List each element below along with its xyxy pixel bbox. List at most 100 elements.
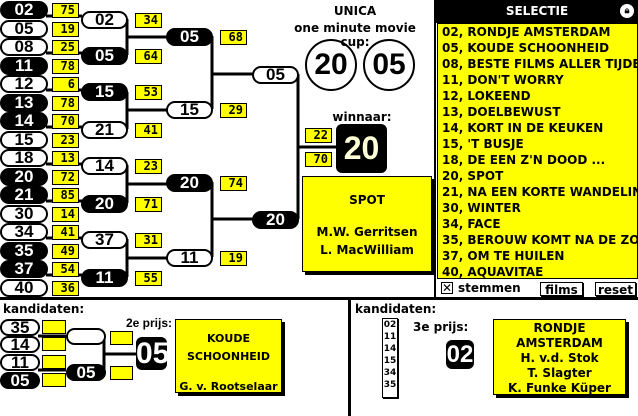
selection-item[interactable]: 05, KOUDE SCHOONHEID	[442, 41, 610, 55]
film-pill[interactable]: 21	[0, 186, 48, 204]
film-pill[interactable]: 30	[0, 205, 48, 223]
film-pill[interactable]: 11	[166, 249, 213, 267]
candidate-pill[interactable]: 05	[0, 372, 40, 389]
selection-item[interactable]: 14, KORT IN DE KEUKEN	[442, 121, 604, 135]
film-pill[interactable]: 40	[0, 279, 48, 297]
score-box: 25	[52, 40, 79, 55]
lock-icon[interactable]: 🔒︎	[620, 4, 634, 18]
film-pill[interactable]: 05	[81, 47, 128, 65]
second-candidates-label: kandidaten:	[3, 302, 85, 316]
candidate-pill[interactable]: 35	[0, 319, 40, 336]
score-box: 68	[220, 30, 247, 45]
selection-item[interactable]: 35, BEROUW KOMT NA DE ZONDE	[442, 233, 638, 247]
selection-item[interactable]: 12, LOKEEND	[442, 89, 531, 103]
second-prize-card: KOUDE SCHOONHEID G. v. Rootselaar	[175, 319, 282, 393]
third-prize-maker: H. v.d. Stok	[520, 351, 599, 365]
vote-label: stemmen	[458, 281, 521, 295]
score-box: 72	[52, 170, 79, 185]
film-pill[interactable]: 11	[81, 269, 128, 287]
film-pill[interactable]: 18	[0, 149, 48, 167]
film-pill[interactable]: 15	[81, 83, 128, 101]
film-pill[interactable]: 37	[0, 260, 48, 278]
score-box: 53	[135, 85, 162, 100]
semi-pill[interactable]	[66, 328, 106, 345]
score-box: 23	[135, 159, 162, 174]
reset-button[interactable]: reset	[595, 282, 636, 297]
score-box: 64	[135, 49, 162, 64]
film-pill[interactable]: 12	[0, 75, 48, 93]
score-box: 34	[135, 13, 162, 28]
score-box: 71	[135, 197, 162, 212]
selection-item[interactable]: 15, 'T BUSJE	[442, 137, 524, 151]
selection-item[interactable]: 02, RONDJE AMSTERDAM	[442, 25, 611, 39]
winner-number: 20	[336, 124, 387, 173]
selection-item[interactable]: 13, DOELBEWUST	[442, 105, 561, 119]
candidate-item[interactable]: 34	[383, 368, 397, 378]
third-candidates-list[interactable]: 02 11 14 15 34 35	[382, 318, 398, 398]
films-button[interactable]: films	[540, 282, 583, 297]
third-candidates-label: kandidaten:	[355, 302, 437, 316]
score-box	[110, 331, 133, 345]
selection-header: SELECTIE 🔒︎	[436, 0, 638, 23]
film-pill[interactable]: 20	[81, 195, 128, 213]
year-circle-century: 20	[305, 39, 357, 91]
film-pill[interactable]: 20	[166, 174, 213, 192]
second-prize-label: 2e prijs:	[125, 316, 172, 330]
score-box	[42, 373, 66, 387]
selection-item[interactable]: 30, WINTER	[442, 201, 521, 215]
selection-item[interactable]: 21, NA EEN KORTE WANDELING	[442, 185, 638, 199]
selection-item[interactable]: 11, DON'T WORRY	[442, 73, 564, 87]
film-pill[interactable]: 02	[0, 1, 48, 19]
film-pill[interactable]: 15	[166, 101, 213, 119]
selection-title: SELECTIE	[505, 4, 569, 18]
candidate-item[interactable]: 14	[383, 344, 397, 354]
film-pill[interactable]: 20	[252, 211, 299, 229]
third-prize-title: AMSTERDAM	[516, 336, 603, 350]
candidate-item[interactable]: 02	[383, 320, 397, 330]
candidate-item[interactable]: 35	[383, 380, 397, 390]
film-pill[interactable]: 13	[0, 94, 48, 112]
film-pill[interactable]: 05	[0, 20, 48, 38]
film-pill[interactable]: 15	[0, 131, 48, 149]
score-box: 6	[52, 77, 79, 92]
film-pill[interactable]: 35	[0, 242, 48, 260]
score-box: 13	[52, 151, 79, 166]
film-pill[interactable]: 20	[0, 168, 48, 186]
score-box	[42, 355, 66, 369]
score-box: 36	[52, 281, 79, 296]
film-pill[interactable]: 02	[81, 11, 128, 29]
candidate-pill[interactable]: 14	[0, 336, 40, 353]
selection-item[interactable]: 08, BESTE FILMS ALLER TIJDEN	[442, 57, 638, 71]
selection-item[interactable]: 37, OM TE HUILEN	[442, 249, 565, 263]
score-box: 85	[52, 188, 79, 203]
score-box	[42, 320, 66, 334]
film-pill[interactable]: 21	[81, 121, 128, 139]
film-pill[interactable]: 34	[0, 223, 48, 241]
film-pill[interactable]: 37	[81, 231, 128, 249]
score-box: 78	[52, 59, 79, 74]
score-box: 78	[52, 96, 79, 111]
third-prize-maker: K. Funke Küper	[508, 381, 611, 395]
selection-item[interactable]: 34, FACE	[442, 217, 501, 231]
selection-item[interactable]: 18, DE EEN Z'N DOOD ...	[442, 153, 606, 167]
film-pill[interactable]: 14	[0, 112, 48, 130]
candidate-item[interactable]: 11	[383, 332, 397, 342]
film-pill[interactable]: 11	[0, 57, 48, 75]
third-prize-title: RONDJE	[533, 321, 586, 335]
score-box: 41	[135, 123, 162, 138]
score-box: 29	[220, 103, 247, 118]
film-pill[interactable]: 05	[252, 66, 299, 84]
score-box	[42, 337, 66, 351]
vote-checkbox[interactable]: ✕	[441, 281, 453, 295]
candidate-pill[interactable]: 11	[0, 354, 40, 371]
score-box: 70	[52, 114, 79, 129]
candidate-item[interactable]: 15	[383, 356, 397, 366]
semi-pill[interactable]: 05	[66, 364, 106, 381]
film-pill[interactable]: 05	[166, 28, 213, 46]
film-pill[interactable]: 08	[0, 38, 48, 56]
selection-item[interactable]: 20, SPOT	[442, 169, 504, 183]
film-pill[interactable]: 14	[81, 157, 128, 175]
third-prize-card: RONDJE AMSTERDAM H. v.d. Stok T. Slagter…	[493, 319, 626, 395]
year-circle-year: 05	[363, 39, 415, 91]
selection-item[interactable]: 40, AQUAVITAE	[442, 265, 544, 279]
